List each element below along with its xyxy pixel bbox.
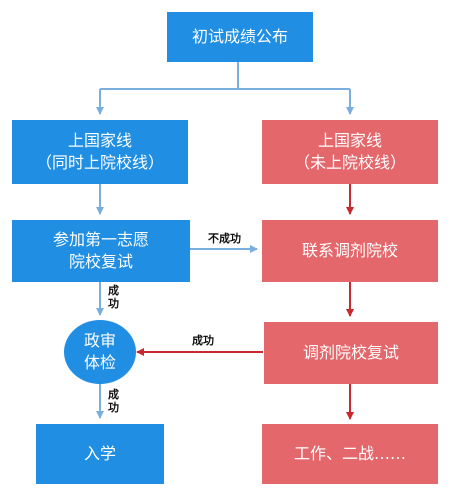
edge-label-success-left-1-b: 功 [108, 297, 119, 310]
edge-label-success-left-2-a: 成 [108, 388, 119, 401]
node-right3: 调剂院校复试 [264, 322, 438, 384]
node-left2-line2: 院校复试 [68, 252, 133, 271]
node-left2-line1: 参加第一志愿 [52, 230, 149, 249]
node-left4: 入学 [36, 424, 164, 484]
edge-label-success-left-1: 成 功 [108, 284, 119, 310]
edge-label-success-left-2: 成 功 [108, 388, 119, 414]
node-right4: 工作、二战…… [262, 424, 438, 484]
node-circle-line1: 政审 [83, 331, 116, 350]
edge-label-success-right3: 成功 [192, 334, 214, 347]
node-start-text: 初试成绩公布 [191, 27, 288, 46]
edge-label-success-left-1-a: 成 [108, 284, 119, 297]
node-right2: 联系调剂院校 [262, 220, 438, 282]
node-left1-line2: （同时上院校线） [35, 153, 164, 172]
edge-label-fail-text: 不成功 [208, 232, 241, 245]
node-left4-text: 入学 [83, 444, 116, 463]
node-right1-line2: （未上院校线） [293, 153, 406, 172]
node-start: 初试成绩公布 [167, 12, 313, 62]
edge-label-fail: 不成功 [208, 232, 241, 245]
node-left1: 上国家线 （同时上院校线） [12, 120, 188, 184]
node-right2-text: 联系调剂院校 [301, 241, 398, 260]
node-circle-line2: 体检 [83, 353, 116, 372]
edge-label-success-left-2-b: 功 [108, 401, 119, 414]
node-left2: 参加第一志愿 院校复试 [12, 220, 190, 282]
node-right1-line1: 上国家线 [317, 131, 382, 150]
edge-label-success-right3-text: 成功 [192, 334, 214, 347]
node-left1-line1: 上国家线 [67, 131, 132, 150]
node-right1: 上国家线 （未上院校线） [262, 120, 438, 184]
node-right3-text: 调剂院校复试 [302, 343, 399, 362]
node-circle: 政审 体检 [64, 320, 136, 384]
node-right4-text: 工作、二战…… [293, 444, 406, 463]
